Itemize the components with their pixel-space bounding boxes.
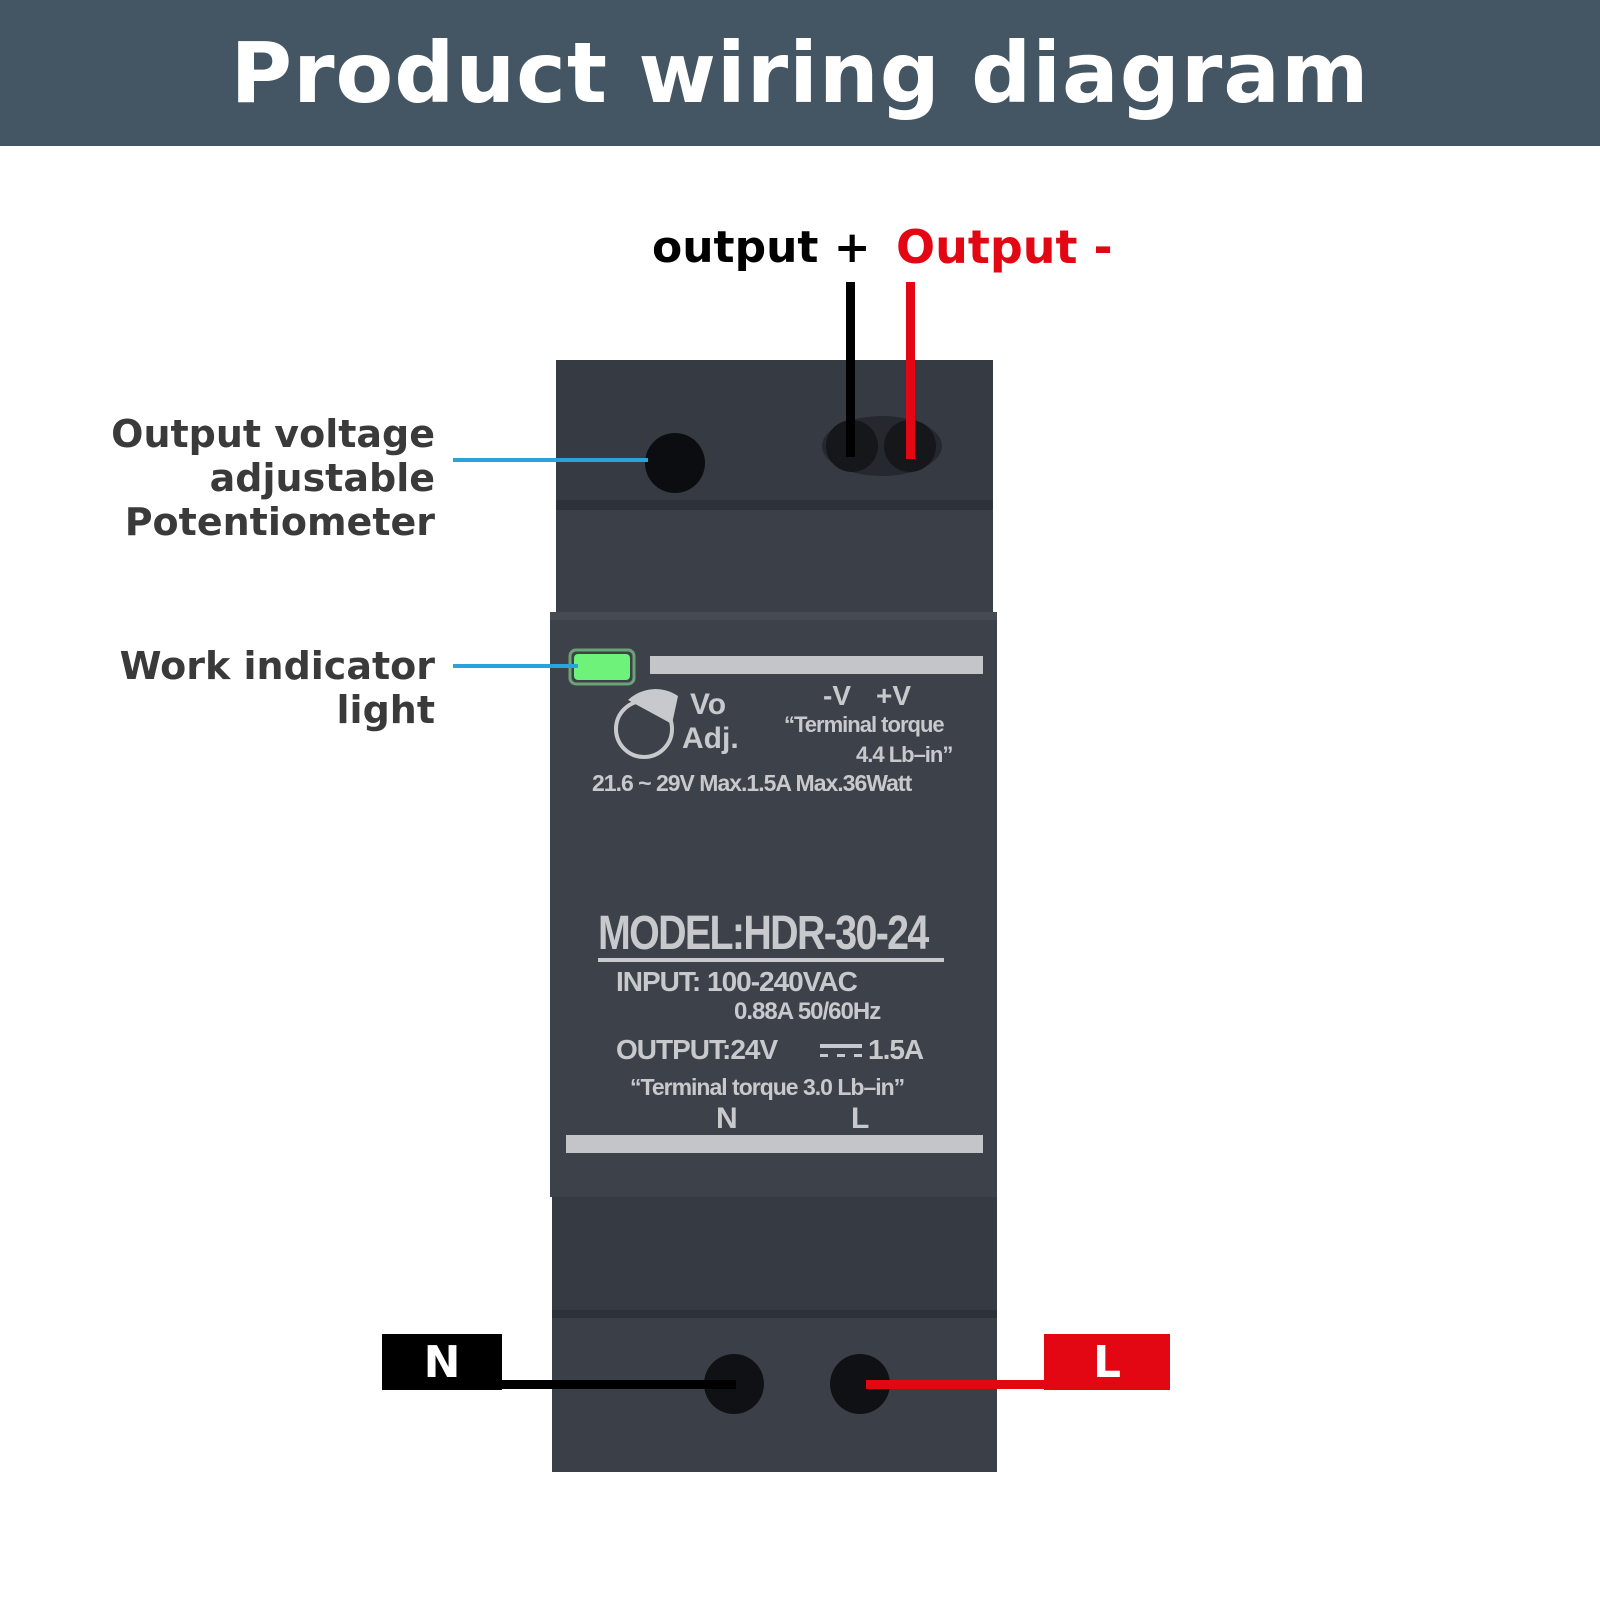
wire-input-n <box>500 1380 736 1389</box>
indicator-led <box>574 654 630 680</box>
device-ratings: 21.6 ~ 29V Max.1.5A Max.36Watt <box>592 770 912 796</box>
device-front-panel <box>550 612 997 1197</box>
top-stripe <box>650 656 983 674</box>
wire-output-plus <box>846 282 855 457</box>
callout-potentiometer-line-2: adjustable <box>209 456 435 500</box>
callout-line-indicator <box>453 664 578 668</box>
device-lower-step <box>552 1197 997 1315</box>
device-model: MODEL:HDR-30-24 <box>598 907 929 960</box>
input-l-label: L <box>1044 1334 1170 1390</box>
device-bottom-block <box>552 1310 997 1472</box>
dc-symbol-icon <box>820 1044 862 1048</box>
device-output: OUTPUT:24V <box>616 1034 778 1065</box>
input-terminal-l <box>830 1354 890 1414</box>
header-banner: Product wiring diagram <box>0 0 1600 146</box>
callout-potentiometer-line-1: Output voltage <box>111 412 435 456</box>
device-minus-v: -V <box>823 680 851 711</box>
device-torque-bottom: “Terminal torque 3.0 Lb–in” <box>630 1074 905 1100</box>
callout-indicator: Work indicator light <box>119 644 435 732</box>
device-upper-step <box>556 500 993 612</box>
output-plus-label: output + <box>652 222 871 273</box>
output-minus-label: Output - <box>896 220 1113 274</box>
bottom-stripe <box>566 1135 983 1153</box>
device-plus-v: +V <box>876 680 912 711</box>
device-adj: Adj. <box>682 722 739 755</box>
callout-line-potentiometer <box>453 458 648 462</box>
callout-potentiometer: Output voltage adjustable Potentiometer <box>90 412 435 544</box>
device-output-current: 1.5A <box>868 1034 924 1065</box>
wire-output-minus <box>906 282 915 459</box>
page-title: Product wiring diagram <box>230 24 1370 122</box>
device-torque-top-1: “Terminal torque <box>784 712 945 737</box>
wire-input-l <box>866 1380 1048 1389</box>
device-input-2: 0.88A 50/60Hz <box>734 998 881 1025</box>
device-input-1: INPUT: 100-240VAC <box>616 966 858 997</box>
device-bottom-l: L <box>851 1102 870 1135</box>
device-vo: Vo <box>690 688 727 721</box>
input-n-label: N <box>382 1334 502 1390</box>
device-torque-top-2: 4.4 Lb–in” <box>856 742 953 767</box>
callout-potentiometer-line-3: Potentiometer <box>124 500 435 544</box>
potentiometer-hole <box>645 433 705 493</box>
device-bottom-n: N <box>716 1102 738 1135</box>
